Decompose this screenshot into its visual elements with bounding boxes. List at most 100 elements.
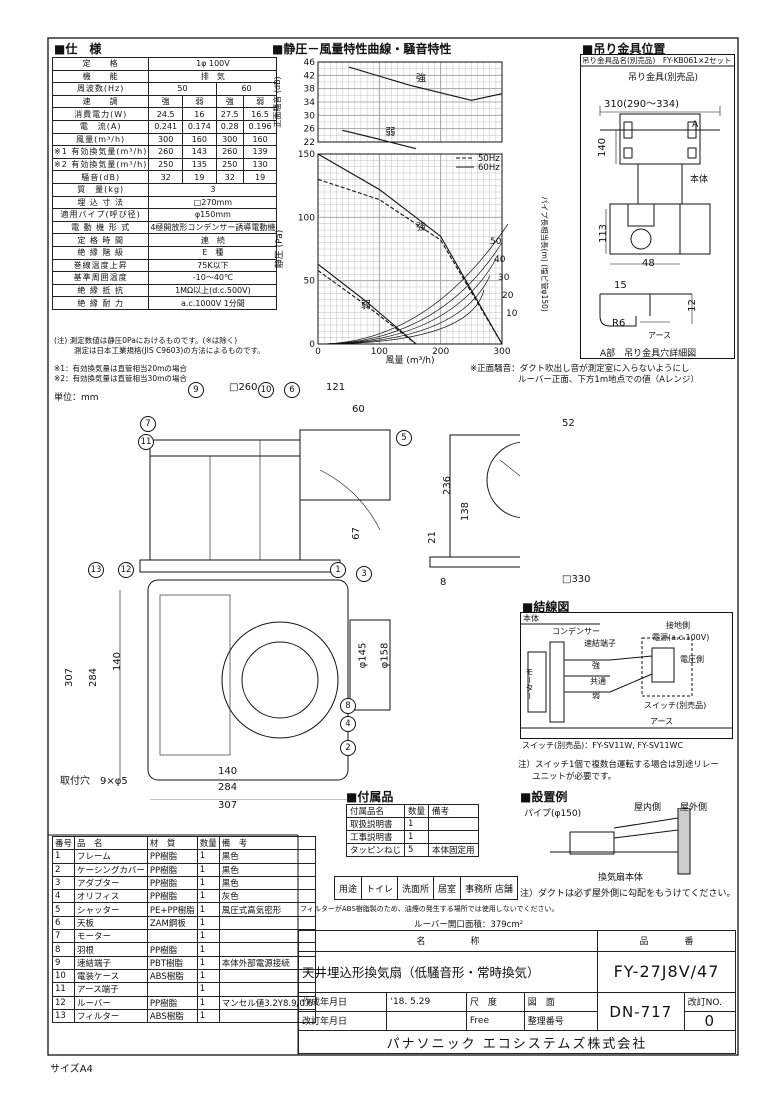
parts-cell: ケーシングカバー: [74, 862, 148, 877]
wiring-note-2: ユニットが必要です。: [532, 772, 617, 782]
parts-cell: 風圧式高気密形: [218, 902, 316, 917]
callout-10: 10: [258, 382, 274, 398]
wiring-earth: アース: [650, 717, 674, 726]
parts-cell: 灰色: [218, 889, 316, 904]
wiring-switch: スイッチ(別売品): [644, 701, 707, 710]
parts-header: 番号: [51, 835, 76, 851]
spec-value: 16: [182, 107, 217, 121]
resistance-curve: [317, 275, 491, 345]
noise-series-label: 弱: [385, 126, 395, 138]
tb-number-header: 品 番: [597, 930, 736, 952]
hanger-dim-12: 12: [686, 299, 698, 312]
dim-67: 67: [350, 527, 362, 540]
parts-cell: 10: [51, 968, 76, 984]
noise-ytick: 30: [304, 111, 316, 121]
install-diagram: [550, 808, 691, 875]
place-cell: 用途: [333, 876, 363, 900]
spec-key: 消費電力(W): [51, 107, 150, 121]
spec-value: 排 気: [148, 69, 278, 84]
legend-label: 50Hz: [478, 154, 500, 164]
hanger-earth-label: アース: [648, 331, 672, 340]
hanger-header: 吊り金具品名(別売品) FY-KB061×2セット: [582, 56, 732, 65]
dim-52: 52: [562, 418, 575, 429]
place-cell: トイレ: [361, 876, 399, 900]
noise-ytick: 34: [304, 98, 316, 108]
title-block: 名 称 品 番 天井埋込形換気扇（低騒音形・常時換気） FY-27J8V/47 …: [297, 930, 737, 1054]
spec-value: 0.174: [182, 119, 217, 134]
spec-key: 絶 縁 抵 抗: [51, 283, 150, 298]
dim-8: 8: [440, 577, 447, 588]
parts-cell: 1: [196, 1008, 220, 1024]
spec-value: 32: [148, 170, 184, 184]
parts-cell: 1: [196, 889, 220, 904]
callout-3: 3: [356, 566, 372, 582]
filter-note: フィルターがABS樹脂製のため、油煙の発生する場所では使用しないでください。: [300, 905, 559, 913]
parts-cell: 1: [196, 902, 220, 917]
spec-key: ※2 有効換気量(m³/h): [51, 157, 150, 172]
accessories-title: ■付属品: [346, 790, 394, 804]
tb-drawing-label: 図 面: [523, 992, 599, 1012]
spec-key: 適用パイプ(呼び径): [51, 208, 150, 222]
parts-cell: 黒色: [218, 875, 316, 891]
parts-cell: ZAM鋼板: [146, 915, 198, 931]
pq-ytick: 150: [298, 150, 315, 160]
wiring-title: ■結線図: [522, 600, 570, 614]
tb-name: 天井埋込形換気扇（低騒音形・常時換気）: [298, 950, 598, 994]
tb-made-label: 作成年月日: [297, 992, 388, 1012]
spec-value: a.c.1000V 1分間: [148, 296, 278, 310]
parts-header: 数量: [196, 835, 220, 851]
spec-value: 弱: [182, 94, 217, 109]
callout-2: 2: [340, 740, 356, 756]
wiring-box-label: 本体: [523, 614, 539, 623]
hanger-dim-140: 140: [597, 137, 609, 158]
parts-cell: 5: [51, 902, 76, 917]
acc-cell: タッピンねじ: [345, 843, 406, 857]
pq-ytick: 100: [298, 213, 315, 223]
parts-cell: 1: [196, 915, 220, 931]
acc-header: 備考: [428, 804, 479, 818]
parts-cell: 6: [51, 915, 76, 931]
spec-row: 適用パイプ(呼び径)φ150mm: [51, 208, 278, 222]
acc-header: 数量: [404, 804, 430, 818]
parts-cell: 3: [51, 875, 76, 891]
parts-cell: ABS樹脂: [146, 1008, 198, 1024]
parts-cell: 11: [51, 982, 76, 997]
callout-11: 11: [138, 434, 154, 450]
acc-cell: 1: [404, 830, 430, 844]
tb-scale-label: 尺 度: [465, 992, 525, 1012]
dim-284-h: 284: [218, 782, 238, 793]
spec-value: □270mm: [148, 195, 278, 210]
parts-cell: 電装ケース: [74, 968, 148, 984]
spec-key: ※1 有効換気量(m³/h): [51, 145, 150, 159]
spec-key: 絶 縁 耐 力: [51, 296, 150, 310]
resistance-curve: [317, 258, 497, 345]
spec-note-1: (注) 測定数値は静圧0Paにおけるものです。(※は除く): [54, 336, 238, 345]
hanger-a-label: A: [692, 120, 699, 130]
spec-key: 速 調: [51, 94, 150, 109]
parts-cell: ABS樹脂: [146, 968, 198, 984]
parts-cell: [146, 929, 198, 944]
parts-cell: 1: [196, 862, 220, 877]
dim-138: 138: [460, 501, 472, 522]
spec-value: 300: [148, 132, 184, 147]
spec-key: 騒音(dB): [51, 170, 150, 184]
tb-drawing-label2: 整理番号: [523, 1010, 599, 1032]
pq-label-weak: 弱: [361, 300, 371, 312]
hanger-dim-15: 15: [614, 280, 627, 291]
pq-series-line: [317, 270, 417, 345]
resistance-curve: [317, 242, 503, 345]
spec-row: 基準周囲温度-10～40℃: [51, 271, 278, 285]
spec-value: -10～40℃: [148, 271, 278, 285]
